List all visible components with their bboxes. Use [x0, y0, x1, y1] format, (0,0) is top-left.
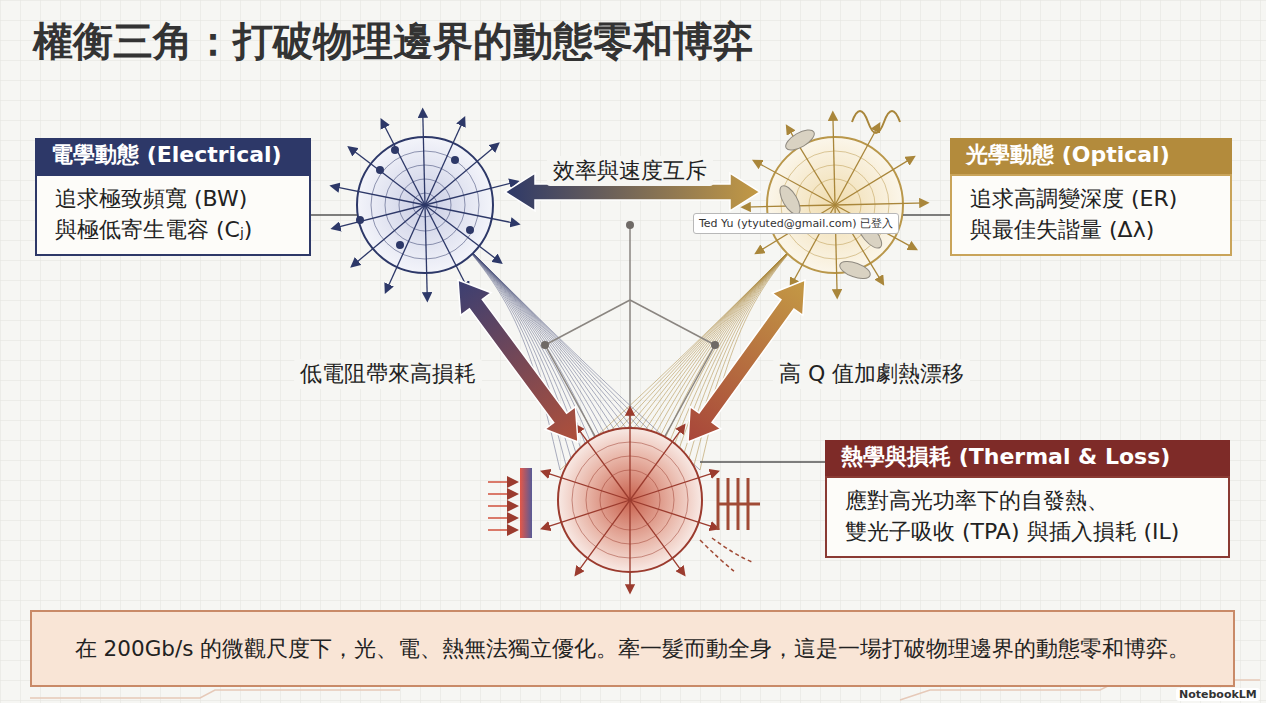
- heat-arrow: [488, 493, 516, 495]
- heat-source: [488, 468, 532, 538]
- spoke: [835, 157, 914, 205]
- spoke: [423, 110, 425, 205]
- arrow-label: 高 Q 值加劇熱漂移: [773, 359, 970, 389]
- box-body: 應對高光功率下的自發熱、 雙光子吸收 (TPA) 與插入損耗 (IL): [825, 476, 1230, 559]
- charge-dot: [396, 241, 404, 249]
- charge-dot: [356, 216, 364, 224]
- spoke: [576, 426, 630, 500]
- category-box: 光學動態 (Optical)追求高調變深度 (ER) 與最佳失諧量 (Δλ): [950, 138, 1232, 256]
- caption: 在 200Gb/s 的微觀尺度下，光、電、熱無法獨立優化。牽一髮而動全身，這是一…: [65, 634, 1200, 663]
- spoke: [629, 408, 630, 500]
- spoke: [425, 205, 468, 290]
- watermark: Ted Yu (ytyuted@gmail.com) 已登入: [693, 213, 899, 234]
- spoke: [425, 205, 427, 300]
- charge-dot: [451, 156, 459, 164]
- leader-line: [700, 461, 825, 463]
- spoke: [543, 500, 630, 528]
- spoke: [835, 203, 927, 205]
- charge-dot: [466, 226, 474, 234]
- heat-arrow: [488, 481, 516, 483]
- heat-arrow: [488, 517, 516, 519]
- spoke: [630, 500, 684, 574]
- frame-dots: [541, 221, 719, 349]
- spoke: [425, 205, 501, 262]
- spoke: [425, 205, 518, 224]
- spoke: [630, 500, 717, 528]
- spoke: [386, 205, 425, 292]
- box-heading: 熱學與損耗 (Thermal & Loss): [825, 440, 1230, 476]
- sine-wave: [852, 111, 900, 133]
- spoke: [349, 148, 425, 205]
- charge-dot: [391, 146, 399, 154]
- optical-circle: [743, 113, 927, 297]
- box-body: 追求極致頻寬 (BW) 與極低寄生電容 (Cⱼ): [35, 174, 311, 257]
- spoke: [425, 182, 517, 205]
- category-box: 電學動態 (Electrical)追求極致頻寬 (BW) 與極低寄生電容 (Cⱼ…: [35, 138, 311, 256]
- spoke: [629, 500, 630, 592]
- spoke: [835, 124, 879, 205]
- category-box: 熱學與損耗 (Thermal & Loss)應對高光功率下的自發熱、 雙光子吸收…: [825, 440, 1230, 558]
- lens: [838, 258, 873, 282]
- spoke: [833, 113, 835, 205]
- heatsink: [700, 478, 760, 572]
- spoke: [630, 472, 717, 500]
- leader-line: [311, 214, 357, 216]
- brand-mark: NotebookLM: [1176, 688, 1260, 701]
- box-body: 追求高調變深度 (ER) 與最佳失諧量 (Δλ): [950, 174, 1232, 257]
- heat-arrow: [488, 505, 516, 507]
- arrow-label: 效率與速度互斥: [547, 156, 713, 186]
- box-heading: 電學動態 (Electrical): [35, 138, 311, 174]
- spoke: [382, 120, 425, 205]
- spoke: [333, 205, 425, 228]
- spoke: [630, 426, 684, 500]
- spoke: [425, 118, 464, 205]
- heat-arrow: [488, 529, 516, 531]
- leader-lines: [311, 215, 950, 462]
- leader-line: [903, 214, 950, 216]
- spoke: [576, 500, 630, 574]
- title: 權衡三角：打破物理邊界的動態零和博弈: [33, 14, 753, 69]
- caption-band: 在 200Gb/s 的微觀尺度下，光、電、熱無法獨立優化。牽一髮而動全身，這是一…: [30, 610, 1235, 687]
- electrical-circle: [332, 110, 518, 300]
- spoke: [543, 472, 630, 500]
- lens: [783, 126, 818, 154]
- arrow-label: 低電阻帶來高損耗: [294, 359, 482, 389]
- box-heading: 光學動態 (Optical): [950, 138, 1232, 174]
- spoke: [332, 186, 425, 205]
- charge-dot: [376, 166, 384, 174]
